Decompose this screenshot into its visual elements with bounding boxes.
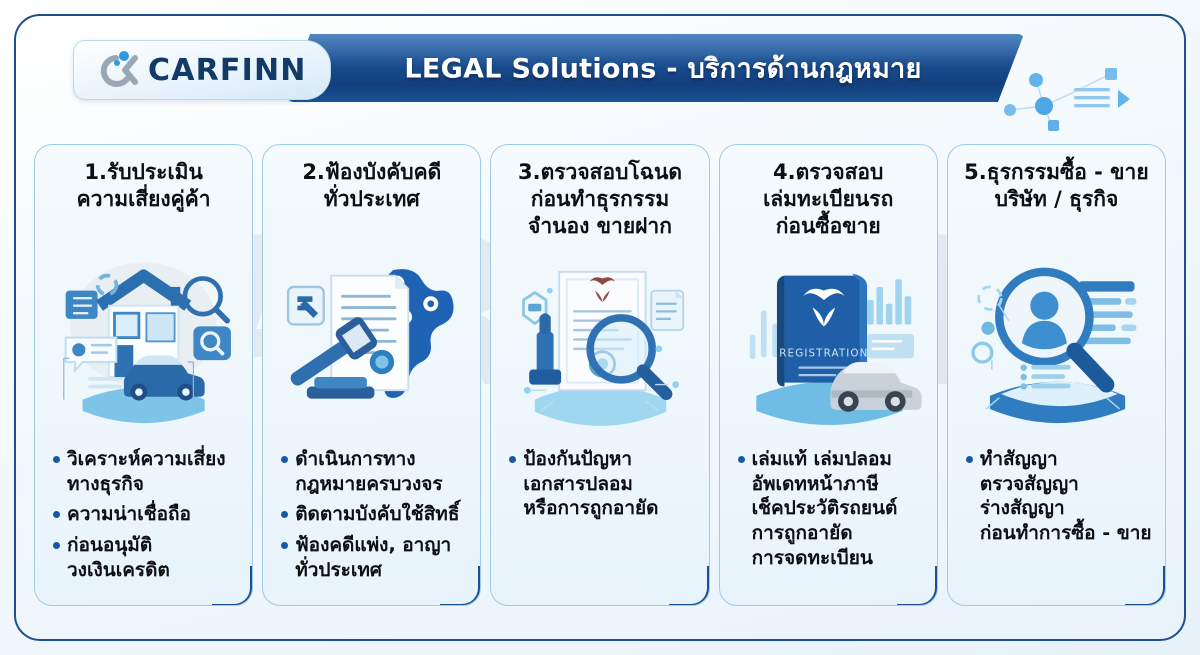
card-bullets-1: วิเคราะห์ความเสี่ยง ทางธุรกิจ ความน่าเชื… [45,447,242,582]
brand-name: CARFINN [148,52,307,88]
service-card-5[interactable]: 5.ธุรกรรมซื้อ - ขาย บริษัท / ธุรกิจ [946,144,1167,606]
card-title-4: 4.ตรวจสอบ เล่มทะเบียนรถ ก่อนซื้อขาย [763,160,894,238]
card-title-3: 3.ตรวจสอบโฉนด ก่อนทำธุรกรรม จำนอง ขายฝาก [518,160,682,238]
list-item: ดำเนินการทาง กฎหมายครบวงจร [281,447,468,496]
poster-frame: CARFINN LEGAL Solutions - บริการด้านกฎหม… [14,14,1186,641]
house-car-inspection-icon [45,253,242,441]
service-card-3[interactable]: 3.ตรวจสอบโฉนด ก่อนทำธุรกรรม จำนอง ขายฝาก [490,144,710,606]
corner-accent [1125,566,1166,605]
service-card-4[interactable]: 4.ตรวจสอบ เล่มทะเบียนรถ ก่อนซื้อขาย [718,144,938,606]
service-card-2[interactable]: 2.ฟ้องบังคับคดี ทั่วประเทศ [262,144,482,606]
list-item: เล่มแท้ เล่มปลอม อัพเดทหน้าภาษี เช็คประว… [737,447,925,570]
service-card-list: 1.รับประเมิน ความเสี่ยงคู่ค้า [34,144,1167,606]
brand-logo: CARFINN [73,40,331,100]
card-bullets-3: ป้องกันปัญหา เอกสารปลอม หรือการถูกอายัด [501,447,698,521]
corner-accent [896,566,937,605]
list-item: ฟ้องคดีแพ่ง, อาญา ทั่วประเทศ [281,533,468,582]
vehicle-registration-book-car-icon: REGISTRATION [730,253,927,441]
network-nodes-icon [992,48,1162,136]
page-title: LEGAL Solutions - บริการด้านกฎหมาย [404,53,922,85]
profile-magnifier-document-icon [958,253,1155,441]
service-card-1[interactable]: 1.รับประเมิน ความเสี่ยงคู่ค้า [34,144,254,606]
list-item: ป้องกันปัญหา เอกสารปลอม หรือการถูกอายัด [509,447,696,521]
list-item: ติดตามบังคับใช้สิทธิ์ [281,502,468,527]
list-item: วิเคราะห์ความเสี่ยง ทางธุรกิจ [53,447,240,496]
list-item: ทำสัญญา ตรวจสัญญา ร่างสัญญา ก่อนทำการซื้… [965,447,1153,546]
card-bullets-5: ทำสัญญา ตรวจสัญญา ร่างสัญญา ก่อนทำการซื้… [958,447,1155,546]
gavel-document-thailand-map-icon [273,253,470,441]
card-bullets-2: ดำเนินการทาง กฎหมายครบวงจร ติดตามบังคับใ… [273,447,470,582]
card-bullets-4: เล่มแท้ เล่มปลอม อัพเดทหน้าภาษี เช็คประว… [730,447,927,570]
list-item: ความน่าเชื่อถือ [53,502,240,527]
list-item: ก่อนอนุมัติ วงเงินเครดิต [53,533,240,582]
title-banner: LEGAL Solutions - บริการด้านกฎหมาย [288,34,1024,102]
corner-accent [668,566,709,605]
header: LEGAL Solutions - บริการด้านกฎหมาย CARFI… [16,16,1184,131]
carfinn-logo-mark-icon [94,48,142,92]
card-title-5: 5.ธุรกรรมซื้อ - ขาย บริษัท / ธุรกิจ [964,160,1149,211]
land-deed-magnifier-stamp-icon [501,253,698,441]
card-title-2: 2.ฟ้องบังคับคดี ทั่วประเทศ [302,160,442,211]
card-title-1: 1.รับประเมิน ความเสี่ยงคู่ค้า [76,160,211,211]
svg-text:REGISTRATION: REGISTRATION [779,347,868,359]
